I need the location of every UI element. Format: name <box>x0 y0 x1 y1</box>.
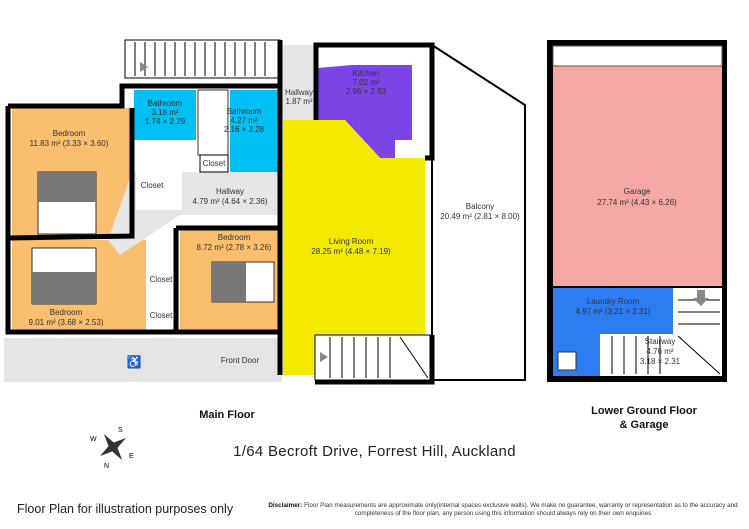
room-area: 28.25 m² (4.48 × 7.19) <box>311 247 391 256</box>
room-name: Bedroom <box>50 308 83 317</box>
room-area: 4.97 m² (3.21 × 2.31) <box>576 307 651 316</box>
room-area: 8.72 m² (2.78 × 3.26) <box>197 243 272 252</box>
disclaimer: Disclaimer: Floor Plan measurements are … <box>258 502 748 518</box>
compass-e: E <box>129 453 134 460</box>
stairs-top <box>124 39 281 79</box>
room-area: 11.83 m² (3.33 × 3.60) <box>30 139 109 148</box>
closet-3 <box>148 264 176 294</box>
closet-1 <box>136 142 182 210</box>
room-name: Bathroom <box>148 99 183 108</box>
room-area: 7.02 m² <box>352 78 379 87</box>
room-name: Laundry Room <box>587 297 640 306</box>
room-name: Bedroom <box>53 129 86 138</box>
illustration-note: Floor Plan for illustration purposes onl… <box>17 502 234 516</box>
lower-floor-plan <box>547 40 727 382</box>
washer-icon <box>557 351 577 371</box>
walls <box>5 40 435 385</box>
compass-n: N <box>104 463 109 470</box>
garage <box>553 46 722 286</box>
compass-w: W <box>90 436 97 443</box>
living-room <box>283 120 425 375</box>
lower-floor-title: Lower Ground Floor <box>591 405 697 417</box>
room-dims: 2.96 × 2.83 <box>346 87 387 96</box>
stair-arrow-icon <box>320 352 328 362</box>
room-name: Closet <box>203 159 226 168</box>
bathroom-1 <box>134 90 196 140</box>
room-dims: 2.16 × 2.28 <box>224 125 265 134</box>
room-name: Bathroom <box>227 107 262 116</box>
room-area: 4.79 m² (4.64 × 2.36) <box>193 197 268 206</box>
room-area: 20.49 m² (2.81 × 8.00) <box>440 212 520 221</box>
disclaimer-label: Disclaimer: <box>268 502 303 509</box>
garage-door <box>552 45 723 67</box>
room-dims: 1.74 × 2.29 <box>145 117 186 126</box>
main-floor-plan: ♿ <box>4 39 526 385</box>
room-name: Garage <box>624 187 651 196</box>
room-area: 3.18 m² <box>151 108 178 117</box>
room-area: 9.01 m² (3.68 × 2.53) <box>29 318 104 327</box>
closet-2 <box>199 154 229 173</box>
hallway-entry <box>278 45 316 120</box>
balcony <box>431 43 526 381</box>
compass-s: S <box>118 427 123 434</box>
stairs-bottom <box>314 334 431 381</box>
front-porch <box>4 338 282 382</box>
closet-4 <box>148 300 176 330</box>
stair-arrow-icon <box>140 62 148 72</box>
room-name: Closet <box>150 275 173 284</box>
bed-blanket <box>38 172 96 202</box>
front-door-label: Front Door <box>221 356 260 365</box>
kitchen <box>318 65 412 158</box>
compass-icon <box>99 433 127 461</box>
room-name: Closet <box>141 181 164 190</box>
room-name: Balcony <box>466 202 494 211</box>
room-area: 1.87 m² <box>285 97 312 106</box>
bathroom-2 <box>230 90 278 172</box>
room-name: Hallway <box>216 187 244 196</box>
room-name: Stairway <box>645 337 676 346</box>
room-area: 4.76 m² <box>646 347 673 356</box>
bathtub <box>197 89 229 156</box>
room-area: 27.74 m² (4.43 × 6.26) <box>597 198 677 207</box>
stairway <box>673 288 722 376</box>
disclaimer-text: Floor Plan measurements are approximate … <box>304 502 738 517</box>
room-area: 4.27 m² <box>230 116 257 125</box>
room-name: Living Room <box>329 237 374 246</box>
room-name: Bedroom <box>218 233 251 242</box>
room-name: Hallway <box>285 88 313 97</box>
lower-floor-subtitle: & Garage <box>620 419 669 431</box>
main-floor-title: Main Floor <box>199 409 255 421</box>
room-name: Kitchen <box>353 69 380 78</box>
room-name: Closet <box>150 311 173 320</box>
accessibility-icon: ♿ <box>127 355 142 369</box>
stair-arrow-icon <box>693 290 709 306</box>
address: 1/64 Becroft Drive, Forrest Hill, Auckla… <box>233 443 516 460</box>
room-dims: 3.18 × 2.31 <box>640 357 681 366</box>
